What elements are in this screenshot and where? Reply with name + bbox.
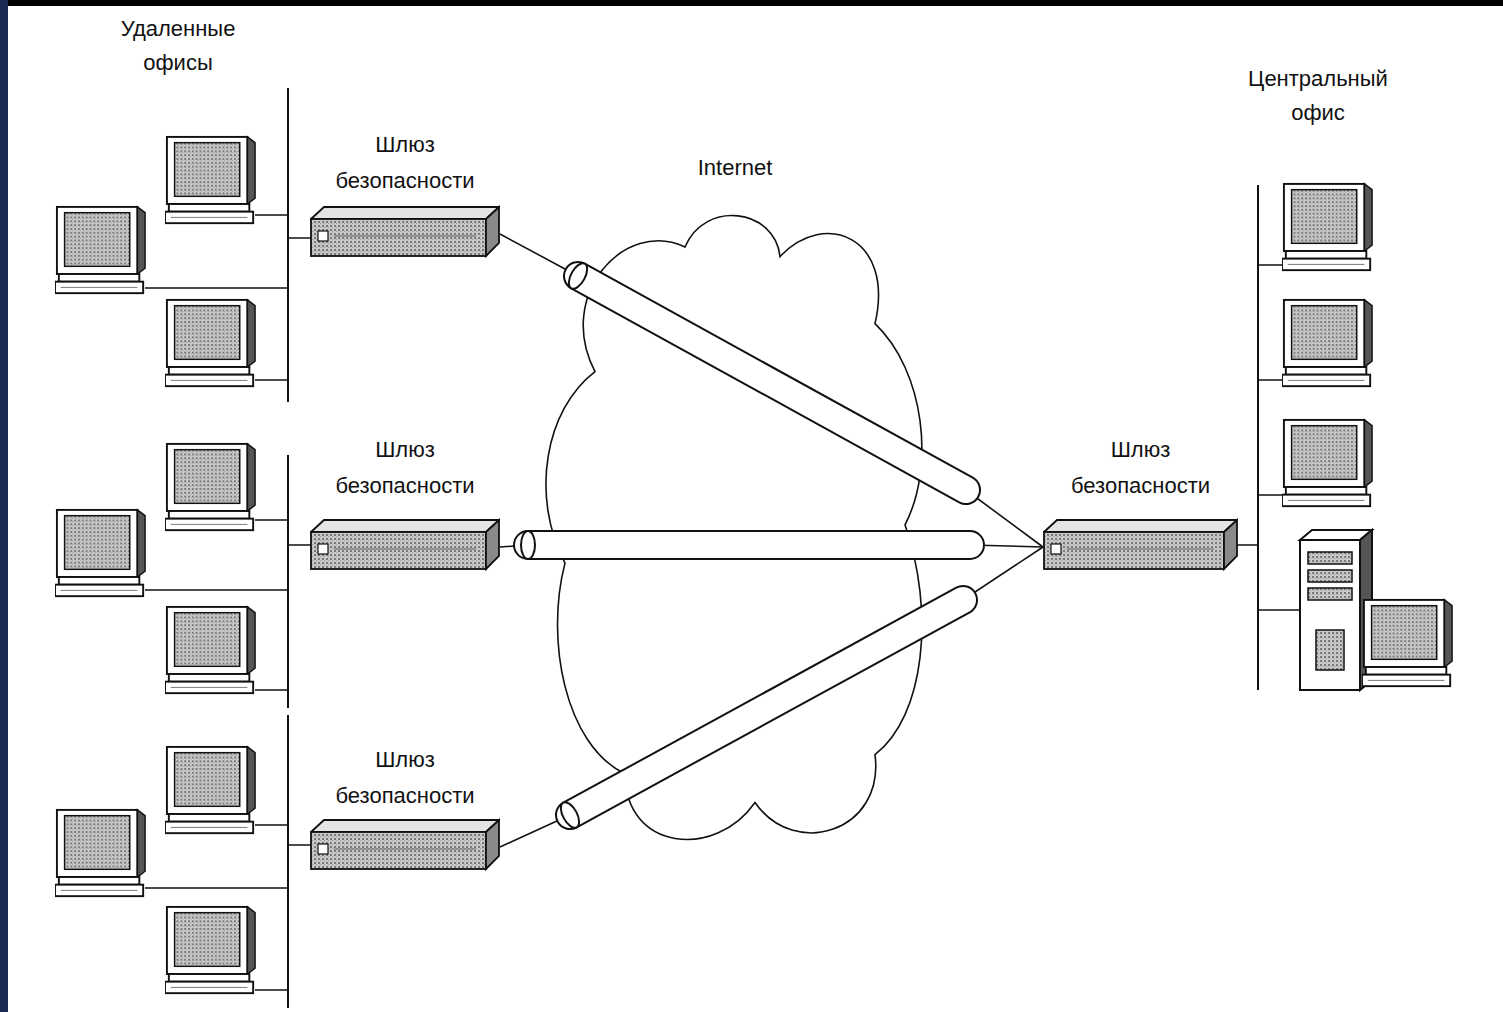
lan-bus: [288, 88, 1258, 1008]
gateway-device: [310, 818, 500, 872]
computer-icon: [165, 747, 255, 833]
computer-icon: [1362, 600, 1452, 686]
cloud-shape: Internet: [535, 150, 935, 860]
gateway-device: [310, 205, 500, 259]
computer-icon: [165, 607, 255, 693]
frame-top: [0, 0, 1503, 6]
computer-icon: [1282, 420, 1372, 506]
computer-icon: [165, 907, 255, 993]
computer-icon: [165, 300, 255, 386]
gateway-device: [310, 518, 500, 572]
vpn-tunnel: [500, 531, 1043, 559]
office-label: Центральный офис: [1233, 62, 1403, 130]
security-gateway: Шлюз безопасности: [1043, 432, 1238, 572]
network-name: Internet: [535, 150, 935, 186]
office-label: Удаленные офисы: [108, 12, 248, 80]
computer-icon: [165, 444, 255, 530]
security-gateway: Шлюз безопасности: [310, 127, 500, 259]
computer-icon: [55, 810, 145, 896]
security-gateway: Шлюз безопасности: [310, 742, 500, 872]
gateway-device: [1043, 518, 1238, 572]
lan-drop: [145, 215, 1300, 990]
gateway-label: Шлюз безопасности: [310, 127, 500, 199]
vpn-tunnel: [500, 234, 1043, 547]
server-tower: [1300, 530, 1372, 690]
security-gateway: Шлюз безопасности: [310, 432, 500, 572]
computer-icon: [1282, 184, 1372, 270]
computer-icon: [55, 207, 145, 293]
computer-icon: [1282, 300, 1372, 386]
vpn-tunnel: [500, 547, 1043, 847]
computer-icon: [165, 137, 255, 223]
gateway-label: Шлюз безопасности: [310, 432, 500, 504]
frame-left: [0, 0, 8, 1012]
gateway-label: Шлюз безопасности: [1043, 432, 1238, 504]
gateway-label: Шлюз безопасности: [310, 742, 500, 814]
computer-icon: [55, 510, 145, 596]
